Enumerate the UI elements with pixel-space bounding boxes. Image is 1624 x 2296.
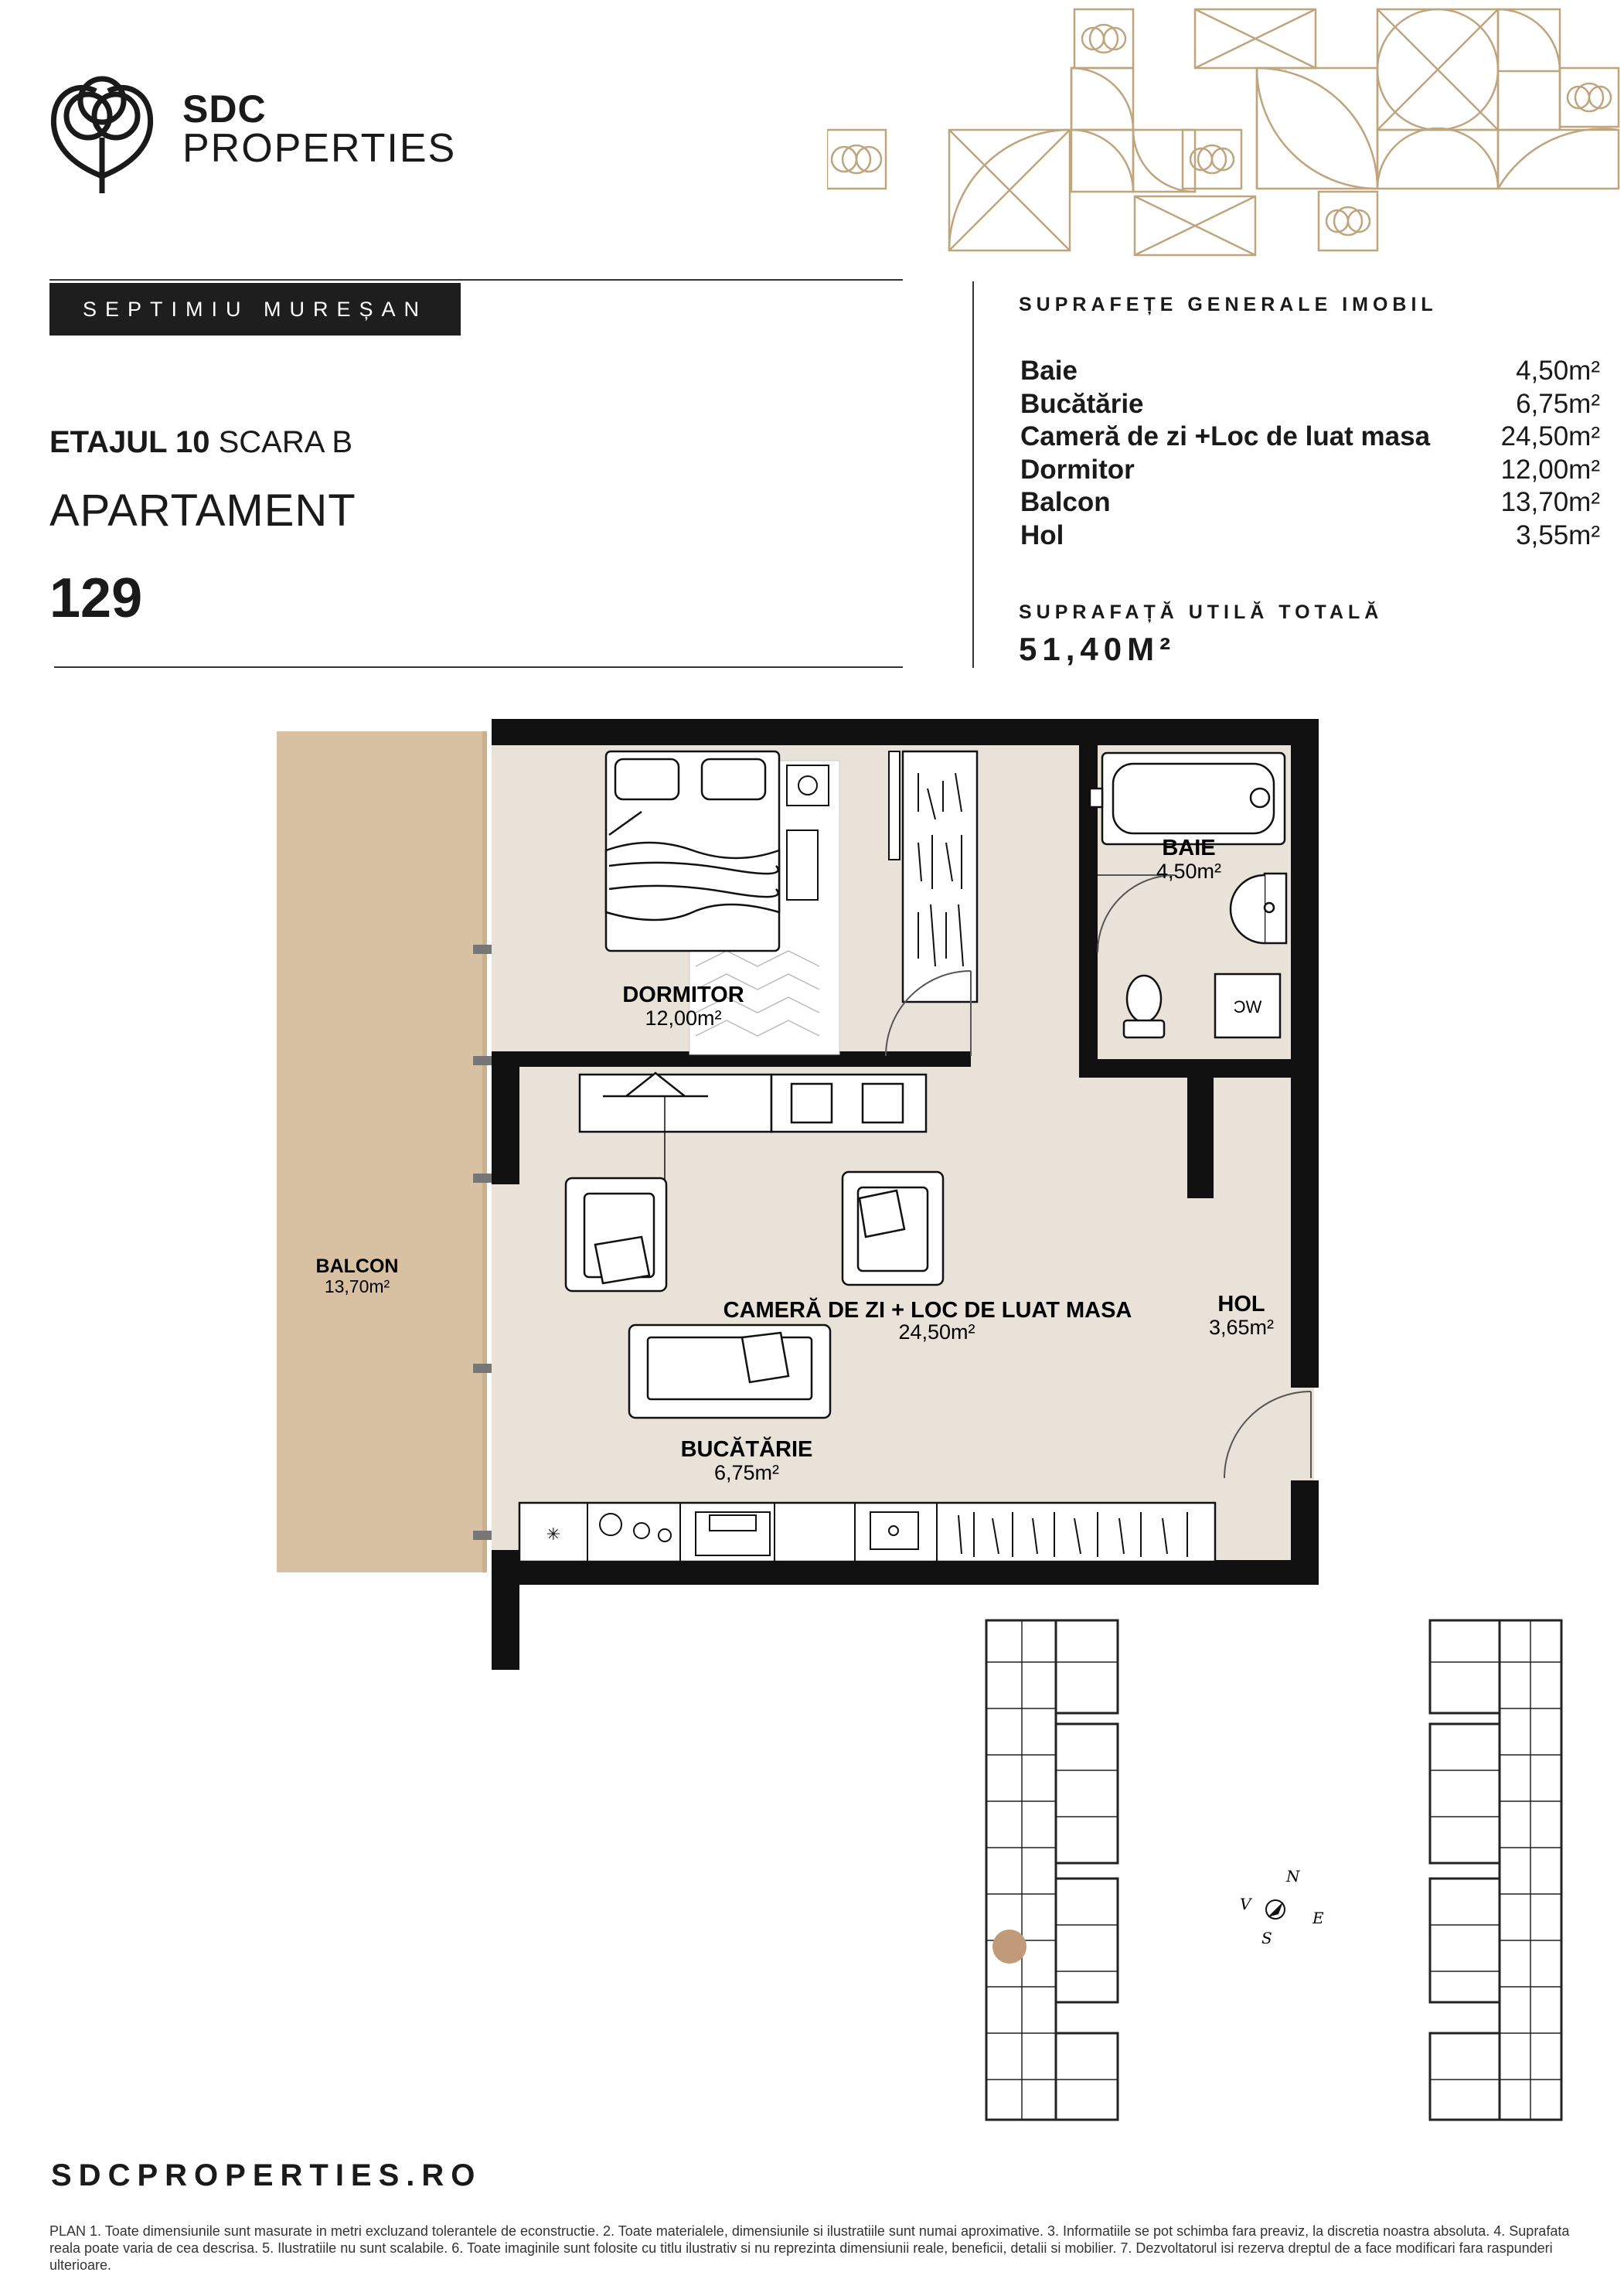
area-row-name: Bucătărie [1020, 388, 1144, 419]
area-row-name: Baie [1020, 356, 1078, 386]
floor-stair-label: ETAJUL 10 SCARA B [49, 427, 352, 458]
area-row: Cameră de zi +Loc de luat masa 24,50m² [1020, 421, 1600, 454]
bathroom-sink-icon [1229, 872, 1288, 945]
area-row: Bucătărie 6,75m² [1020, 389, 1600, 421]
brand-sub: PROPERTIES [182, 126, 457, 171]
compass-icon: N E S V [1240, 1867, 1324, 1947]
svg-text:✳: ✳ [546, 1525, 560, 1545]
room-baie-name: BAIE [1162, 836, 1215, 860]
armchair-left-icon [564, 1177, 668, 1293]
area-row-value: 24,50m² [1500, 421, 1600, 451]
room-bucatarie-area: 6,75m² [714, 1461, 779, 1484]
wc-label: WC [1234, 997, 1262, 1017]
header-divider [972, 281, 974, 668]
sofa-icon [628, 1323, 832, 1419]
project-badge: SEPTIMIU MUREȘAN [49, 283, 461, 336]
compass-n: N [1285, 1867, 1301, 1886]
room-bucatarie-name: BUCĂTĂRIE [681, 1436, 813, 1462]
kitchen-counter-icon: ✳ [518, 1501, 1217, 1563]
armchair-right-icon [841, 1170, 945, 1286]
compass-e: E [1312, 1909, 1324, 1927]
wardrobe-icon [888, 750, 979, 1003]
disclaimer-text: PLAN 1. Toate dimensiunile sunt masurate… [49, 2223, 1570, 2273]
area-row: Baie 4,50m² [1020, 356, 1600, 388]
top-rule [49, 279, 903, 281]
area-row-name: Cameră de zi +Loc de luat masa [1020, 421, 1431, 451]
bench-icon [786, 829, 819, 901]
building-keyplan-right-icon [1428, 1619, 1563, 2121]
apartment-location-marker [992, 1930, 1026, 1964]
total-area-title: SUPRAFAȚĂ UTILĂ TOTALĂ [1019, 601, 1384, 623]
room-camera-area: 24,50m² [898, 1320, 975, 1344]
brand-logo-icon [50, 76, 154, 193]
compass-s: S [1261, 1929, 1272, 1947]
room-camera-name: CAMERĂ DE ZI + LOC DE LUAT MASA [723, 1297, 1132, 1323]
area-row-value: 13,70m² [1500, 487, 1600, 517]
brand-name: SDC [182, 87, 267, 131]
toilet-icon [1122, 974, 1166, 1039]
apartment-number: 129 [49, 567, 143, 629]
bed-icon [604, 750, 781, 952]
header-bottom-rule [54, 666, 903, 668]
area-row-value: 12,00m² [1500, 454, 1600, 485]
area-row: Hol 3,55m² [1020, 520, 1600, 553]
area-row-name: Hol [1020, 519, 1064, 550]
area-row-value: 3,55m² [1516, 519, 1600, 550]
area-row-name: Dormitor [1020, 454, 1135, 485]
room-balcon-area: 13,70m² [325, 1276, 390, 1296]
stair-label: SCARA B [218, 425, 353, 459]
entrance-door-icon [1224, 1391, 1312, 1479]
apartment-type: APARTAMENT [49, 485, 356, 536]
building-keyplan-left-icon [985, 1619, 1119, 2121]
bathtub-icon [1088, 751, 1286, 846]
area-row-name: Balcon [1020, 487, 1111, 517]
areas-title: SUPRAFEȚE GENERALE IMOBIL [1019, 294, 1438, 315]
bedroom-door-icon [885, 970, 972, 1057]
room-dormitor-area: 12,00m² [645, 1007, 721, 1030]
website-link[interactable]: SDCPROPERTIES.RO [51, 2158, 482, 2192]
balcony-area [277, 731, 487, 1572]
area-row-value: 4,50m² [1516, 356, 1600, 386]
room-hol-area: 3,65m² [1209, 1316, 1274, 1339]
bathroom-door-icon [1097, 874, 1176, 953]
total-area-value: 51,40M² [1019, 631, 1176, 667]
room-baie-area: 4,50m² [1156, 860, 1221, 883]
nightstand-lamp-icon [786, 765, 829, 806]
washing-machine-icon: WC [1214, 973, 1282, 1039]
floor-label: ETAJUL 10 [49, 425, 210, 459]
compass-v: V [1240, 1895, 1253, 1913]
area-row: Dormitor 12,00m² [1020, 455, 1600, 487]
area-row: Balcon 13,70m² [1020, 487, 1600, 519]
walls [492, 719, 1319, 1670]
balcony-railing [482, 731, 487, 1572]
area-row-value: 6,75m² [1516, 388, 1600, 419]
decorative-pattern-icon [827, 8, 1620, 257]
tv-unit-icon [578, 1071, 928, 1206]
room-balcon-name: BALCON [316, 1255, 399, 1277]
room-hol-name: HOL [1217, 1292, 1265, 1317]
floor-plan: WC [277, 719, 1319, 1670]
room-dormitor-name: DORMITOR [622, 983, 744, 1007]
